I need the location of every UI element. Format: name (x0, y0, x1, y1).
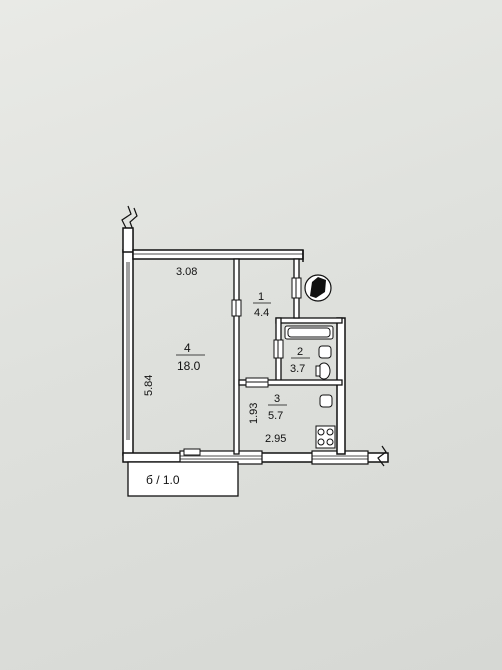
labels: 3.08 5.84 1.93 2.95 1 4.4 2 3.7 3 5.7 4 … (143, 266, 310, 487)
stove-burner-1 (317, 428, 325, 436)
sink (318, 345, 332, 359)
exterior-walls (121, 205, 389, 467)
left-wall (122, 249, 134, 456)
room-4-area: 18.0 (177, 359, 201, 373)
bathroom-top-wall (275, 317, 343, 324)
riser-marker (304, 274, 332, 302)
hall-room-partition (233, 258, 240, 455)
stove-burner-4 (326, 438, 334, 446)
kitchen-sink (319, 394, 333, 408)
room-1-number: 1 (258, 291, 264, 303)
dim-kitchen-height: 1.93 (248, 403, 260, 424)
door-balcony (183, 448, 201, 456)
stove-burner-3 (317, 438, 325, 446)
dim-top-width: 3.08 (176, 266, 197, 278)
bottom-wall-break (377, 445, 387, 467)
bathtub-inner (287, 327, 331, 338)
right-wall (336, 317, 346, 455)
stove-burner-2 (326, 428, 334, 436)
doors (183, 277, 302, 456)
room-4-number: 4 (184, 341, 191, 355)
fixtures (284, 325, 336, 449)
kitchen-top-wall (238, 379, 343, 386)
toilet-tank (315, 365, 321, 377)
dim-kitchen-width: 2.95 (265, 433, 286, 445)
room-2-number: 2 (297, 346, 303, 358)
riser-fill (310, 277, 326, 298)
room-3-number: 3 (274, 393, 280, 405)
top-wall (132, 249, 304, 260)
left-wall-top-fill (122, 227, 134, 253)
room-3-area: 5.7 (268, 410, 283, 422)
room-2-area: 3.7 (290, 363, 305, 375)
dim-left-height: 5.84 (143, 375, 155, 396)
balcony-label: б / 1.0 (146, 473, 180, 487)
room-1-area: 4.4 (254, 307, 269, 319)
balcony (127, 461, 239, 497)
